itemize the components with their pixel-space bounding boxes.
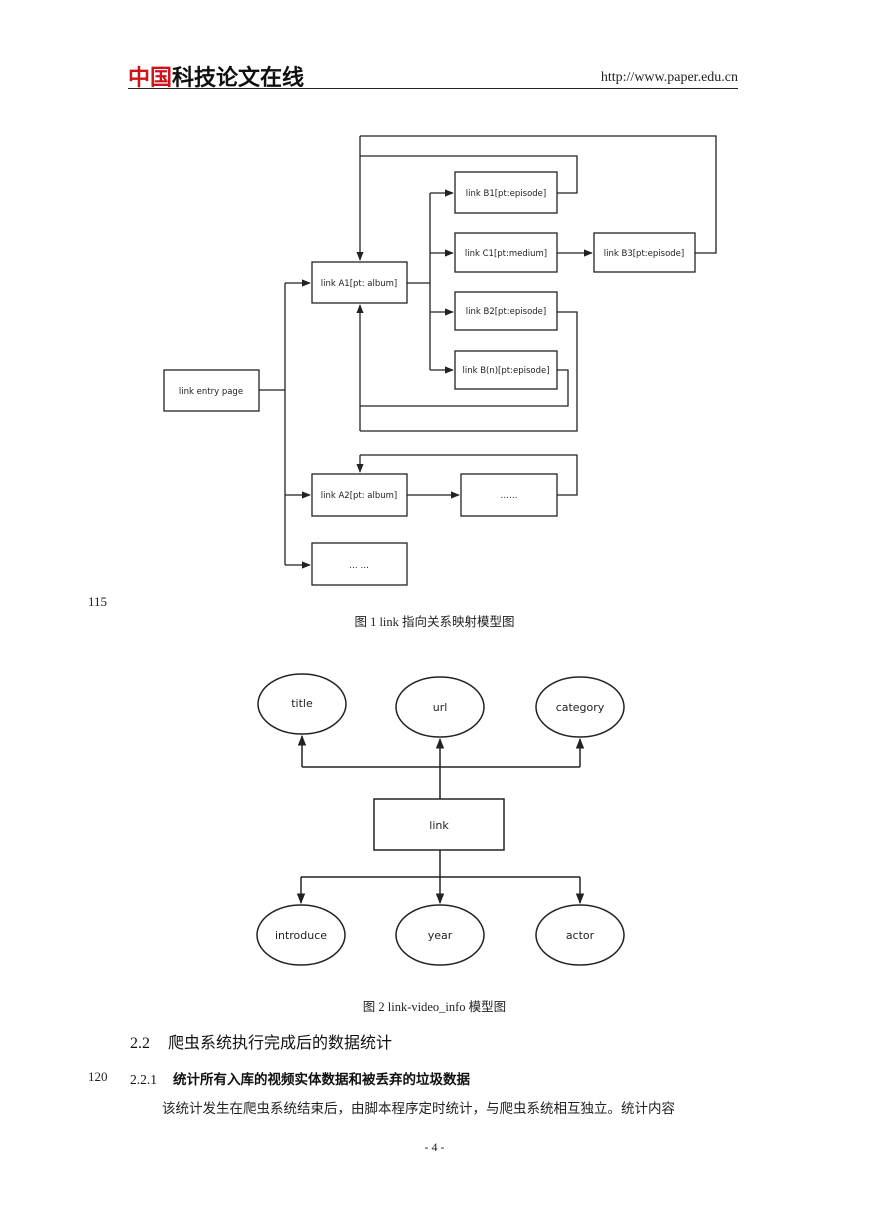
body-paragraph: 该统计发生在爬虫系统结束后，由脚本程序定时统计，与爬虫系统相互独立。统计内容 <box>162 1101 675 1117</box>
journal-logo: 中国科技论文在线 <box>128 60 304 92</box>
fig2-category-ellipse <box>535 676 625 738</box>
fig2-title-ellipse <box>257 673 347 735</box>
fig2-year-ellipse <box>395 904 485 966</box>
fig2-category-label: category <box>556 701 605 714</box>
node-more-box <box>311 542 408 586</box>
figure2-caption: 图 2 link-video_info 模型图 <box>362 1000 507 1014</box>
node-entry-label: link entry page <box>179 387 243 397</box>
line-number-120: 120 <box>88 1069 108 1084</box>
fig2-url-ellipse <box>395 676 485 738</box>
fig2-title-label: title <box>291 697 313 710</box>
logo-red-text: 中国 <box>128 66 173 91</box>
node-b2-box <box>454 291 558 331</box>
node-a1-label: link A1[pt: album] <box>321 279 398 289</box>
header-url[interactable]: http://www.paper.edu.cn <box>600 70 738 85</box>
subsection-heading: 2.2.1 统计所有入库的视频实体数据和被丢弃的垃圾数据 <box>130 1068 470 1088</box>
node-b3-label: link B3[pt:episode] <box>604 249 684 259</box>
line-number-115: 115 <box>88 594 108 609</box>
fig2-actor-ellipse <box>535 904 625 966</box>
fig2-year-label: year <box>428 929 453 942</box>
fig2-introduce-label: introduce <box>275 929 327 942</box>
section-number: 2.2 <box>130 1035 150 1052</box>
fig2-actor-label: actor <box>566 929 595 942</box>
node-b2-label: link B2[pt:episode] <box>466 307 546 317</box>
node-a2-next-label: …… <box>501 491 518 501</box>
node-b1-label: link B1[pt:episode] <box>466 189 546 199</box>
fig2-url-label: url <box>433 701 448 714</box>
fig2-link-label: link <box>429 819 449 832</box>
node-bn-label: link B(n)[pt:episode] <box>462 366 549 376</box>
node-more-label: … … <box>349 561 369 571</box>
page-number: - 4 - <box>424 1140 445 1154</box>
logo-black-text: 科技论文在线 <box>172 66 305 91</box>
fig2-link-box <box>373 798 505 851</box>
subsection-number: 2.2.1 <box>130 1072 157 1087</box>
fig2-introduce-ellipse <box>256 904 346 966</box>
header-divider <box>128 88 738 89</box>
subsection-title: 统计所有入库的视频实体数据和被丢弃的垃圾数据 <box>173 1072 470 1088</box>
node-a2-label: link A2[pt: album] <box>321 491 398 501</box>
figure1-caption: 图 1 link 指向关系映射模型图 <box>354 615 515 629</box>
node-c1-label: link C1[pt:medium] <box>465 249 547 259</box>
section-heading: 2.2 爬虫系统执行完成后的数据统计 <box>130 1029 392 1053</box>
section-title: 爬虫系统执行完成后的数据统计 <box>168 1033 393 1052</box>
